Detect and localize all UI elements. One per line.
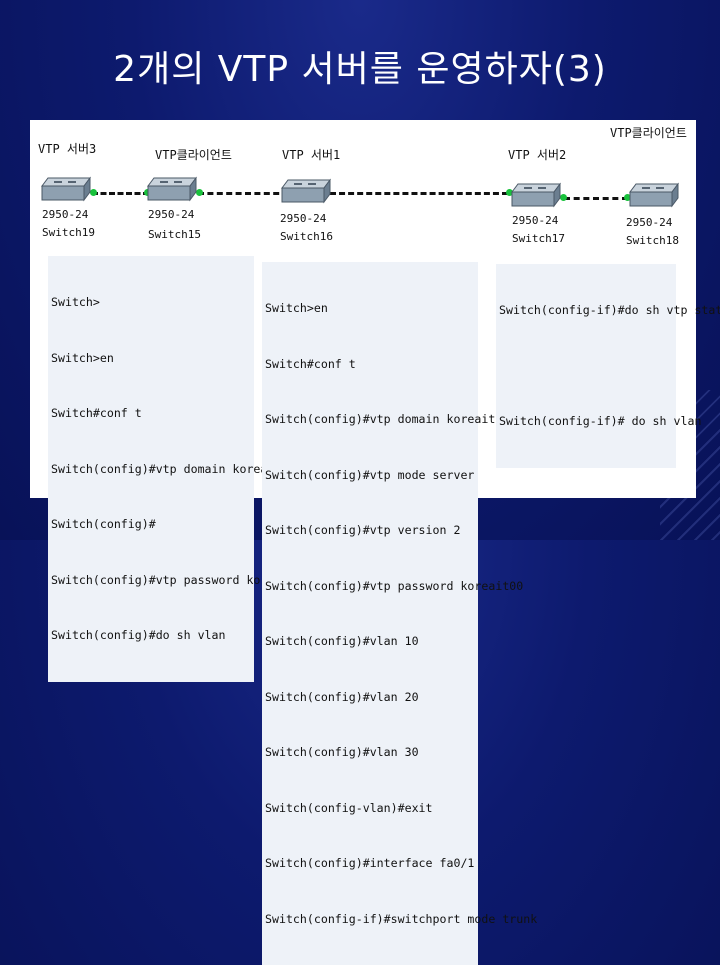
cli-line: Switch(config-if)#do sh vtp status: [499, 303, 720, 317]
link-15-16: [198, 192, 298, 195]
device-label-server2: VTP 서버2: [508, 148, 567, 162]
cli-line: Switch(config-if)#switchport mode trunk: [265, 911, 538, 926]
cli-line: Switch(config)#vlan 10: [265, 634, 419, 648]
link-16-17: [330, 192, 508, 195]
switch-icon[interactable]: [628, 182, 680, 208]
device-label-server1: VTP 서버1: [282, 148, 341, 162]
port-led: [506, 189, 513, 196]
cli-line: Switch(config)#vtp mode server: [265, 467, 475, 482]
cli-server3: Switch> Switch>en Switch#conf t Switch(c…: [48, 256, 310, 682]
cli-line: Switch>: [51, 295, 100, 309]
cli-line: Switch>en: [51, 350, 114, 365]
cli-line: Switch(config)#vtp password koreait00: [51, 572, 310, 587]
cli-line: Switch(config-if)# do sh vlan: [499, 414, 702, 428]
switch-icon[interactable]: [40, 176, 92, 202]
model-label: 2950-24: [42, 208, 89, 221]
port-led: [560, 194, 567, 201]
cli-line: Switch(config)#vlan 30: [265, 745, 419, 759]
cli-line: Switch#conf t: [265, 356, 356, 371]
cli-line: Switch(config)#do sh vlan: [51, 628, 226, 642]
cli-line: Switch#conf t: [51, 406, 142, 420]
cli-line: [499, 357, 673, 376]
topology-panel: VTP 서버3 VTP클라이언트 VTP 서버1 VTP 서버2 VTP클라이언…: [30, 120, 720, 965]
link-17-18: [564, 197, 628, 200]
switch-icon[interactable]: [146, 176, 198, 202]
device-label-client18: VTP클라이언트: [610, 126, 687, 140]
cli-line: Switch(config)#vtp domain koreait77: [51, 461, 296, 476]
port-led: [196, 189, 203, 196]
host-label: Switch16: [280, 230, 333, 243]
host-label: Switch17: [512, 232, 565, 245]
model-label: 2950-24: [280, 212, 327, 225]
switch-icon[interactable]: [280, 178, 332, 204]
cli-line: Switch(config-vlan)#exit: [265, 800, 433, 815]
host-label: Switch15: [148, 228, 201, 241]
model-label: 2950-24: [512, 214, 559, 227]
cli-server2: Switch(config-if)#do sh vtp status Switc…: [496, 264, 720, 468]
cli-line: Switch(config)#: [51, 517, 156, 531]
model-label: 2950-24: [148, 208, 195, 221]
cli-server1: Switch>en Switch#conf t Switch(config)#v…: [262, 262, 538, 965]
cli-line: Switch(config)#vlan 20: [265, 689, 419, 704]
link-19-15: [92, 192, 149, 195]
host-label: Switch18: [626, 234, 679, 247]
cli-line: Switch(config)#vtp domain koreait77: [265, 412, 510, 426]
cli-line: Switch>en: [265, 301, 328, 315]
cli-line: Switch(config)#vtp password koreait00: [265, 578, 524, 593]
host-label: Switch19: [42, 226, 95, 239]
cli-line: Switch(config)#interface fa0/1: [265, 856, 475, 870]
switch-icon[interactable]: [510, 182, 562, 208]
device-label-client15: VTP클라이언트: [155, 148, 232, 162]
port-led: [90, 189, 97, 196]
slide-title: 2개의 VTP 서버를 운영하자(3): [113, 49, 607, 90]
model-label: 2950-24: [626, 216, 673, 229]
port-led: [624, 194, 631, 201]
cli-line: Switch(config)#vtp version 2: [265, 523, 461, 537]
device-label-server3: VTP 서버3: [38, 142, 97, 156]
